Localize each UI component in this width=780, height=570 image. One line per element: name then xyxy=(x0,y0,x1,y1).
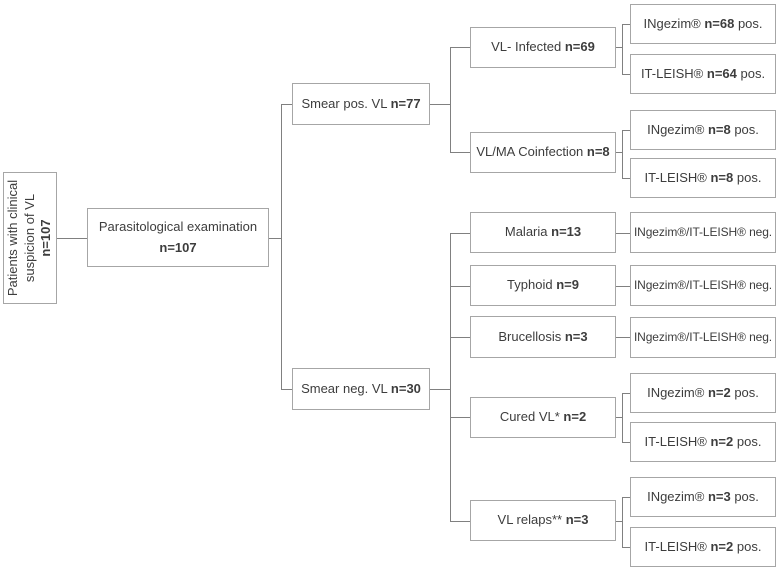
node-label: Smear pos. VL n=77 xyxy=(301,95,421,111)
connector xyxy=(616,152,622,153)
node-label: INgezim® n=3 pos. xyxy=(647,488,759,504)
connector xyxy=(622,442,630,443)
node-vl-ma-coinfection: VL/MA Coinfection n=8 xyxy=(470,132,616,173)
connector xyxy=(450,47,451,153)
node-result-typhoid-neg: INgezim®/IT-LEISH® neg. xyxy=(630,265,776,306)
node-label: INgezim® n=2 pos. xyxy=(647,384,759,400)
node-label: IT-LEISH® n=64 pos. xyxy=(640,65,766,81)
node-result-itleish-64-pos: IT-LEISH® n=64 pos. xyxy=(630,54,776,94)
node-result-relaps-itleish-pos: IT-LEISH® n=2 pos. xyxy=(630,527,776,567)
connector xyxy=(450,417,470,418)
node-smear-neg-vl: Smear neg. VL n=30 xyxy=(292,368,430,410)
node-label: INgezim®/IT-LEISH® neg. xyxy=(633,330,773,344)
node-label: VL/MA Coinfection n=8 xyxy=(476,144,610,160)
node-vl-infected: VL- Infected n=69 xyxy=(470,27,616,68)
connector xyxy=(616,521,622,522)
connector xyxy=(450,337,470,338)
connector xyxy=(450,286,470,287)
connector xyxy=(450,233,470,234)
node-label: Parasitological examination xyxy=(98,219,258,235)
connector xyxy=(616,417,622,418)
node-parasitological-examination: Parasitological examination n=107 xyxy=(87,208,269,267)
connector xyxy=(622,130,623,179)
node-label: suspicion of VL xyxy=(21,193,37,283)
node-result-cured-itleish-pos: IT-LEISH® n=2 pos. xyxy=(630,422,776,462)
connector xyxy=(622,393,623,443)
node-patients: Patients with clinical suspicion of VL n… xyxy=(3,172,57,304)
connector xyxy=(281,104,292,105)
node-label: Patients with clinical xyxy=(4,179,20,297)
connector xyxy=(622,497,630,498)
connector xyxy=(622,547,630,548)
connector xyxy=(281,104,282,389)
node-brucellosis: Brucellosis n=3 xyxy=(470,316,616,358)
connector xyxy=(622,393,630,394)
connector xyxy=(269,238,281,239)
connector xyxy=(430,104,450,105)
node-result-brucellosis-neg: INgezim®/IT-LEISH® neg. xyxy=(630,317,776,358)
connector xyxy=(57,238,87,239)
connector xyxy=(622,74,630,75)
node-cured-vl: Cured VL* n=2 xyxy=(470,397,616,438)
node-result-ingezim-8-pos: INgezim® n=8 pos. xyxy=(630,110,776,150)
node-result-ingezim-68-pos: INgezim® n=68 pos. xyxy=(630,4,776,44)
node-label: Cured VL* n=2 xyxy=(499,409,587,425)
node-label: VL relaps** n=3 xyxy=(497,512,589,528)
node-label: IT-LEISH® n=2 pos. xyxy=(644,433,762,449)
connector xyxy=(622,24,630,25)
node-result-malaria-neg: INgezim®/IT-LEISH® neg. xyxy=(630,212,776,253)
node-label: Malaria n=13 xyxy=(504,224,582,240)
node-label: Brucellosis n=3 xyxy=(498,328,588,344)
connector xyxy=(622,497,623,548)
connector xyxy=(450,152,470,153)
node-label: INgezim® n=68 pos. xyxy=(643,15,763,31)
connector xyxy=(616,337,630,338)
node-malaria: Malaria n=13 xyxy=(470,212,616,253)
node-vl-relaps: VL relaps** n=3 xyxy=(470,500,616,541)
node-label: INgezim®/IT-LEISH® neg. xyxy=(633,225,773,239)
connector xyxy=(450,521,470,522)
node-result-itleish-8-pos: IT-LEISH® n=8 pos. xyxy=(630,158,776,198)
node-result-relaps-ingezim-pos: INgezim® n=3 pos. xyxy=(630,477,776,517)
node-label: INgezim® n=8 pos. xyxy=(647,121,759,137)
connector xyxy=(450,47,470,48)
node-result-cured-ingezim-pos: INgezim® n=2 pos. xyxy=(630,373,776,413)
connector xyxy=(616,47,622,48)
node-label: IT-LEISH® n=2 pos. xyxy=(644,538,762,554)
node-count: n=107 xyxy=(38,219,54,257)
node-label: VL- Infected n=69 xyxy=(491,39,595,55)
connector xyxy=(281,389,292,390)
connector xyxy=(450,233,451,522)
connector xyxy=(622,24,623,75)
node-smear-pos-vl: Smear pos. VL n=77 xyxy=(292,83,430,125)
connector xyxy=(616,286,630,287)
node-label: Typhoid n=9 xyxy=(507,277,579,293)
connector xyxy=(616,233,630,234)
node-patients-rotated-text: Patients with clinical suspicion of VL n… xyxy=(3,174,57,302)
node-label: INgezim®/IT-LEISH® neg. xyxy=(633,278,773,292)
node-count: n=107 xyxy=(159,239,197,255)
node-typhoid: Typhoid n=9 xyxy=(470,265,616,306)
connector xyxy=(622,130,630,131)
node-label: Smear neg. VL n=30 xyxy=(301,380,421,396)
node-label: IT-LEISH® n=8 pos. xyxy=(644,169,762,185)
connector xyxy=(430,389,450,390)
connector xyxy=(622,178,630,179)
